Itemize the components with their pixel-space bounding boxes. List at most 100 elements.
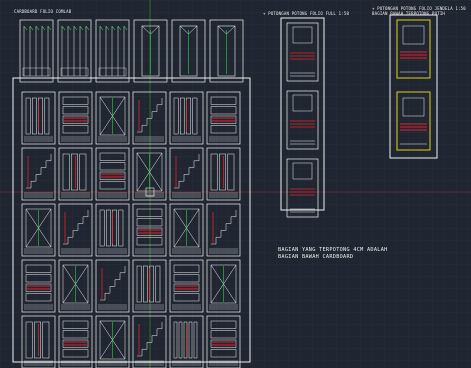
column-outline (71, 153, 78, 191)
column-outline (183, 321, 188, 359)
main-sheet-grid (21, 91, 241, 368)
spine-diagonal (226, 25, 236, 35)
stacked-box (173, 283, 200, 292)
window-opening (402, 25, 425, 45)
strip-spine (179, 25, 198, 77)
main-panel (58, 91, 93, 145)
main-panel-frame (21, 203, 56, 257)
stacked-box (173, 274, 200, 283)
main-panel-frame (95, 91, 130, 145)
column-outline (180, 97, 185, 135)
main-panel-frame (132, 315, 167, 368)
top-strip-frame (95, 19, 130, 83)
main-panel (206, 147, 241, 201)
main-panel-frame (21, 259, 56, 313)
main-panel (169, 147, 204, 201)
strip-tab-green (29, 25, 34, 31)
stacked-box (25, 274, 52, 283)
strip-tab-green (67, 25, 72, 31)
column-outline (34, 321, 41, 359)
column-outline (227, 153, 235, 191)
column-outline (188, 321, 193, 359)
top-strip-frame (171, 19, 206, 83)
stacked-box (136, 227, 163, 236)
strip-base (22, 67, 51, 77)
top-strip-frame (209, 19, 244, 83)
middle-panel-frame (286, 158, 319, 218)
middle-panel-frame (286, 22, 319, 82)
main-panel-frame (95, 259, 130, 313)
strip-tab-green (35, 25, 40, 31)
stacked-box (99, 181, 126, 190)
column-outline (44, 97, 50, 135)
top-strip-frame (19, 19, 54, 83)
stacked-box (210, 349, 237, 358)
stacked-box (136, 218, 163, 227)
main-panel-frame (21, 91, 56, 145)
stacked-box (99, 171, 126, 180)
main-panel (132, 315, 167, 368)
main-panel (95, 203, 130, 257)
middle-panel-slot (292, 26, 313, 44)
strip-tab-green (41, 25, 46, 31)
main-panel (206, 203, 241, 257)
main-panel-frame (132, 203, 167, 257)
fold-outline (136, 152, 163, 192)
main-panel-frame (95, 203, 130, 257)
stacked-box (25, 283, 52, 292)
main-panel (169, 315, 204, 368)
column-outline (62, 153, 70, 191)
spine-diagonal (188, 25, 198, 35)
middle-sheet-frame[interactable] (280, 17, 325, 211)
stacked-box (210, 115, 237, 124)
strip-tab-green (85, 25, 90, 31)
stacked-box (210, 339, 237, 348)
main-panel-frame (206, 91, 241, 145)
cursor-pickbox (145, 187, 155, 197)
main-panel-frame (21, 315, 56, 368)
strip-spine (141, 25, 160, 77)
top-strip-panel (133, 19, 168, 83)
main-panel-frame (58, 203, 93, 257)
main-panel (21, 315, 56, 368)
stacked-box (62, 349, 89, 358)
main-panel-frame (132, 91, 167, 145)
top-strip-frame (133, 19, 168, 83)
right-sheet-panels (396, 19, 431, 151)
fold-outline (62, 264, 89, 304)
right-panel (396, 91, 431, 151)
main-panel (132, 147, 167, 201)
column-outline (136, 265, 142, 303)
main-panel-frame (206, 315, 241, 368)
stacked-box (62, 96, 89, 105)
right-panel-frame-yellow (396, 19, 431, 79)
fold-outline (210, 264, 237, 304)
main-panel-frame (58, 147, 93, 201)
stacked-box (62, 339, 89, 348)
column-outline (25, 321, 33, 359)
top-strip-panel (57, 19, 92, 83)
main-panel (58, 203, 93, 257)
stacked-box (25, 293, 52, 302)
right-panel-frame-yellow (396, 91, 431, 151)
right-sheet-frame[interactable] (389, 14, 438, 159)
strip-spine (217, 25, 236, 77)
strip-tab-green (79, 25, 84, 31)
stacked-box (210, 106, 237, 115)
stacked-box (62, 125, 89, 134)
stacked-box (62, 106, 89, 115)
column-outline (173, 321, 178, 359)
main-panel-frame (169, 259, 204, 313)
stacked-box (99, 152, 126, 161)
column-outline (25, 97, 31, 135)
middle-panel-slot (292, 94, 313, 112)
right-sheet-title-line1: + POTONGAN POTONG FOLIO JENDELA 1:50 (372, 6, 466, 11)
middle-sheet-title: + POTONGAN POTONG FOLIO FULL 1:50 (263, 11, 349, 16)
strip-tab-green (73, 25, 78, 31)
strip-tab-green (117, 25, 122, 31)
main-sheet-frame[interactable] (12, 77, 251, 363)
top-strip-panel (209, 19, 244, 83)
column-outline (118, 209, 124, 247)
